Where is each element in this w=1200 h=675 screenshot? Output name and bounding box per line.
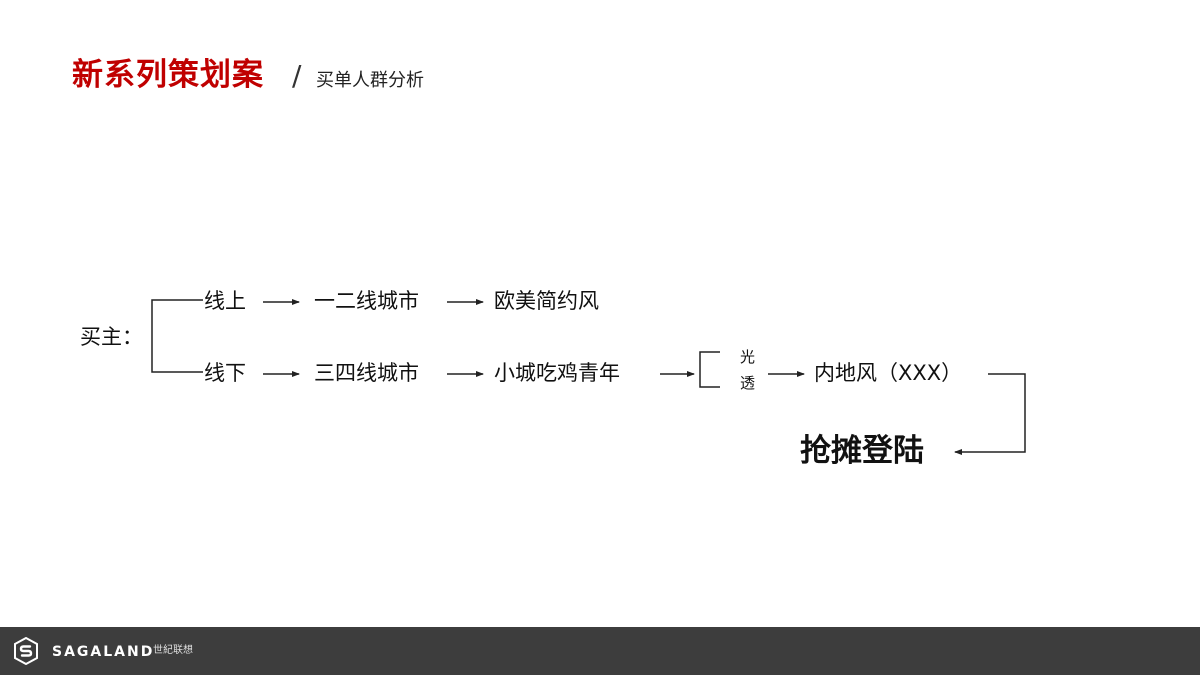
root-branch-bracket	[151, 299, 203, 373]
node-offline: 线下	[204, 361, 246, 385]
footer-bar: SAGALAND 世紀联想	[0, 627, 1200, 675]
page-subtitle: 买单人群分析	[316, 70, 424, 91]
node-tier12-city: 一二线城市	[314, 289, 419, 313]
node-small-town-youth: 小城吃鸡青年	[494, 361, 620, 385]
bracket-label-bottom: 透	[740, 374, 756, 392]
result-label: 抢摊登陆	[800, 433, 924, 469]
brand-name-cn: 世紀联想	[153, 645, 193, 656]
root-label: 买主：	[80, 325, 143, 349]
page-title: 新系列策划案	[72, 57, 264, 93]
node-tier34-city: 三四线城市	[314, 361, 419, 385]
brand-name: SAGALAND	[52, 644, 155, 660]
node-western-minimal: 欧美简约风	[494, 289, 599, 313]
node-mainland-style: 内地风（XXX）	[814, 361, 963, 385]
arrow-style-to-result	[954, 373, 1026, 455]
guangtou-bracket	[699, 351, 720, 388]
sagaland-logo-icon	[14, 637, 38, 665]
bracket-label-top: 光	[740, 348, 756, 366]
node-online: 线上	[204, 289, 246, 313]
title-divider: /	[292, 59, 302, 92]
